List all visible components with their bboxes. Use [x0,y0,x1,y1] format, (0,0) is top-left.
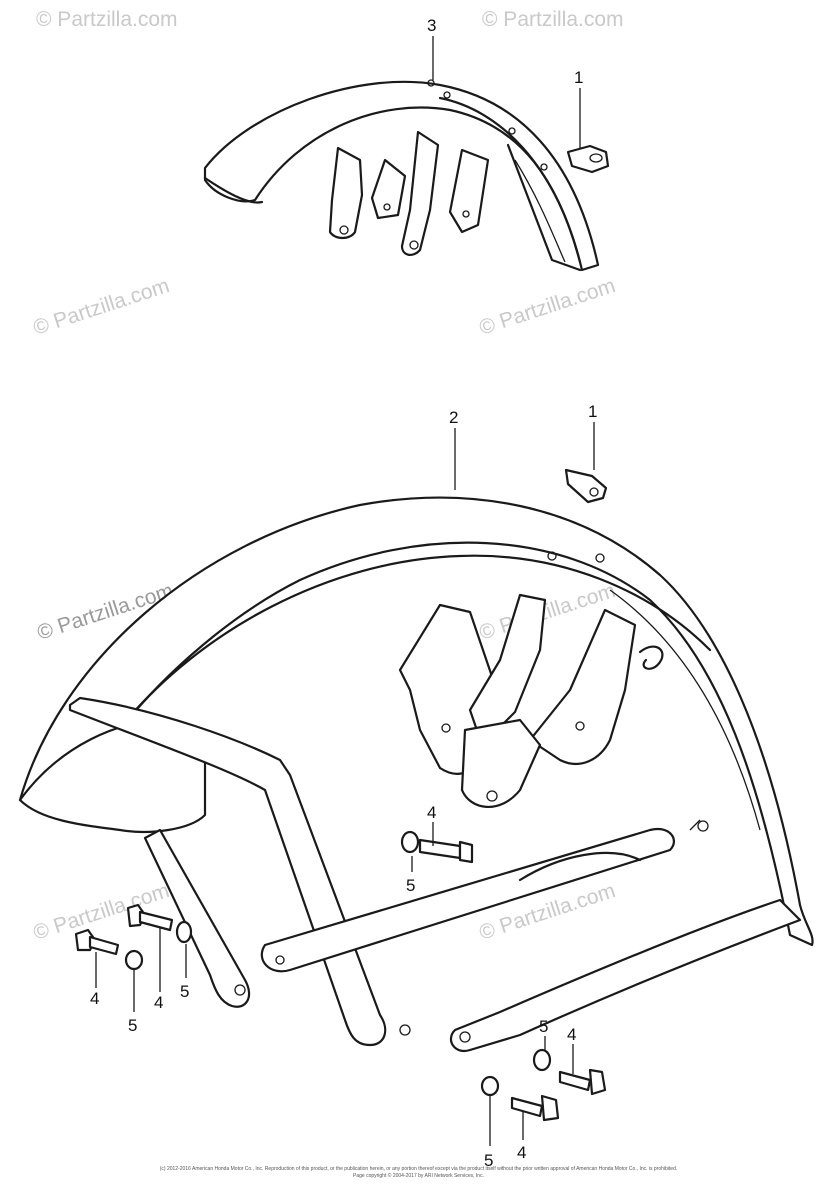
bolt-right-1 [558,1068,607,1096]
washer-left-2 [175,920,193,944]
callout-4-left-2: 4 [154,993,163,1012]
bolt-left-2 [74,928,120,956]
clip-nut-mid [564,468,608,504]
callout-4-right-1: 4 [567,1025,576,1044]
watermark-2: © Partzilla.com [482,8,624,31]
callout-5-left-2: 5 [180,982,189,1001]
callout-labels: 3 1 2 1 4 5 4 5 4 5 5 4 5 4 [90,16,597,1170]
copyright-line-2: Page copyright © 2004-2017 by ARI Networ… [353,1173,484,1179]
washer-mid [400,830,420,854]
callout-5-mid: 5 [406,876,415,895]
callout-2: 2 [449,408,458,427]
bolt-mid [418,838,474,864]
bolt-left-1 [126,903,174,932]
leader-lines [95,36,595,1146]
washer-right-2 [480,1075,500,1097]
washer-right-1 [532,1048,552,1072]
callout-1-mid: 1 [588,402,597,421]
callout-1-top: 1 [574,68,583,87]
callout-4-right-2: 4 [517,1143,526,1162]
callout-4-mid: 4 [427,803,436,822]
clip-nut-top [566,144,610,174]
callout-4-left-1: 4 [90,989,99,1008]
copyright-line-1: (c) 2012-2016 American Honda Motor Co., … [159,1166,678,1172]
copyright-footer: (c) 2012-2016 American Honda Motor Co., … [0,1166,837,1180]
callout-5-left-1: 5 [128,1016,137,1035]
watermark-7: © Partzilla.com [30,879,172,945]
watermark-1: © Partzilla.com [36,8,178,31]
watermark-3: © Partzilla.com [476,274,618,340]
watermark-4: © Partzilla.com [30,274,172,340]
washer-left-1 [124,949,144,971]
callout-5-right-1: 5 [539,1017,548,1036]
callout-5-right-2: 5 [484,1151,493,1170]
callout-3-top: 3 [427,16,436,35]
fender-large [18,496,814,1053]
fender-small [203,79,600,272]
hardware [74,830,607,1122]
bolt-right-2 [510,1094,560,1122]
